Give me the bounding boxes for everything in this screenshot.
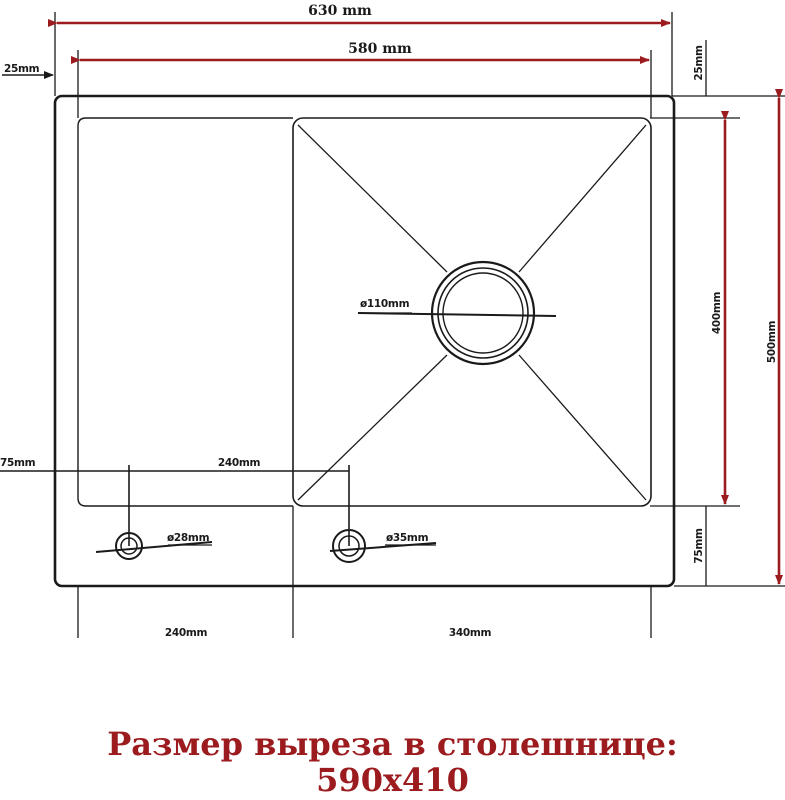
hole-large-label: ø35mm (386, 532, 429, 544)
sink-outer-outline (53, 94, 676, 588)
overall-width-label: 630 mm (308, 3, 372, 19)
drain-diameter-label: ø110mm (360, 298, 410, 310)
bowl-slope-lines (297, 124, 647, 501)
bottom-margin-label: 75mm (693, 528, 705, 564)
drainboard-panel (77, 117, 293, 507)
hole-small-label: ø28mm (167, 532, 210, 544)
cutout-size-caption: Размер выреза в столешнице: (107, 725, 678, 763)
cutout-width-label: 580 mm (348, 41, 412, 57)
bowl-height-label: 400mm (711, 291, 723, 334)
overall-height-label: 500mm (766, 320, 778, 363)
cutout-size-value: 590x410 (316, 761, 469, 799)
hole-large-leader (329, 542, 437, 552)
tap-spacing-dimension (0, 465, 350, 546)
drainboard-width-label: 240mm (165, 627, 208, 639)
bowl-width-label: 340mm (449, 627, 492, 639)
tap-spacing-label: 240mm (218, 457, 261, 469)
offset-left-label: 75mm (0, 457, 36, 469)
hole-small-leader (95, 541, 213, 553)
sink-bowl (292, 117, 652, 507)
top-margin-label: 25mm (693, 45, 705, 81)
left-margin-label: 25mm (4, 63, 40, 75)
drain-hole (430, 260, 536, 366)
